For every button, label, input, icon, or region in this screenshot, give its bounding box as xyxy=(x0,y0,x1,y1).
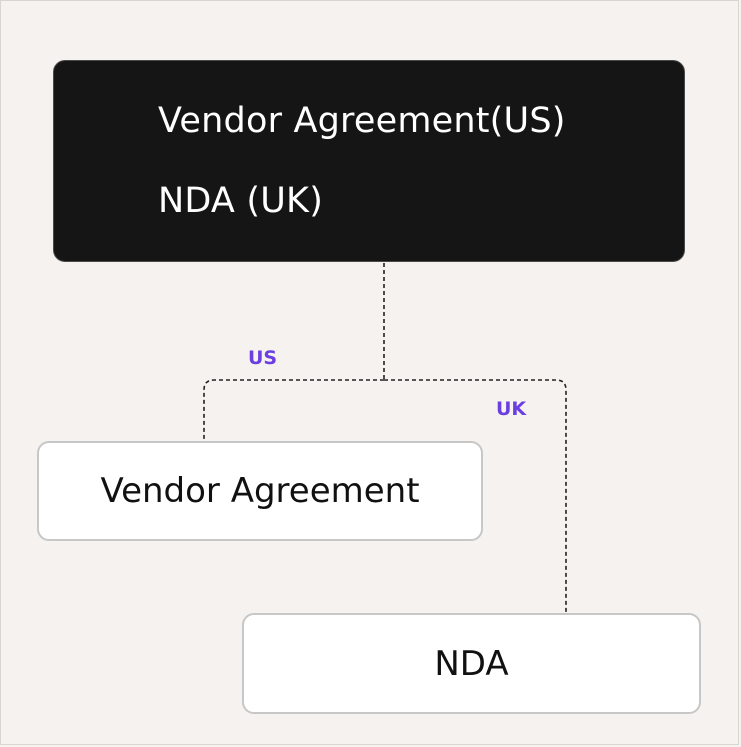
source-line-nda: NDA (UK) xyxy=(158,181,324,221)
us-branch-label: US xyxy=(248,347,278,369)
source-documents-box: Vendor Agreement(US) NDA (UK) xyxy=(53,60,685,262)
uk-branch-label: UK xyxy=(496,398,527,420)
vendor-agreement-box: Vendor Agreement xyxy=(37,441,483,541)
vendor-agreement-label: Vendor Agreement xyxy=(100,471,420,511)
source-line-vendor: Vendor Agreement(US) xyxy=(158,101,566,141)
nda-box: NDA xyxy=(242,613,701,714)
nda-label: NDA xyxy=(434,643,509,684)
